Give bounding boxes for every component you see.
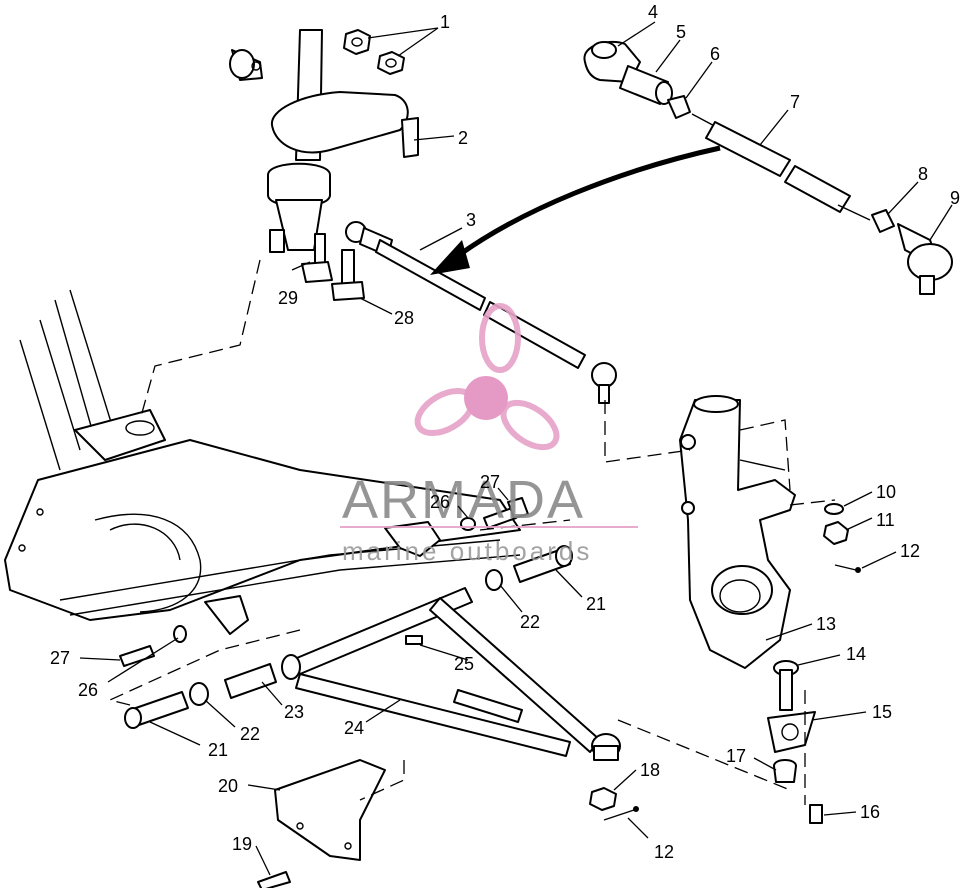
a-arm-assembly (224, 587, 621, 761)
callout-20: 20 (218, 776, 238, 796)
callout-18: 18 (640, 760, 660, 780)
spindle-knuckle (679, 395, 796, 669)
callout-6: 6 (710, 44, 720, 64)
callout-14: 14 (846, 644, 866, 664)
tie-rod-exploded (583, 40, 953, 295)
assembly-guides (108, 259, 836, 805)
propeller-hub (464, 376, 508, 420)
callout-24: 24 (344, 718, 364, 738)
skid-plate-hardware (257, 759, 639, 888)
nut-pair (343, 29, 405, 75)
tie-rod-assembly (345, 221, 617, 404)
propeller-blade-top (479, 303, 521, 373)
callout-19: 19 (232, 834, 252, 854)
assembly-arrow (430, 145, 721, 275)
callout-12-lower: 12 (654, 842, 674, 862)
chassis-frame (4, 289, 521, 621)
callout-2: 2 (458, 128, 468, 148)
pivot-pins (124, 545, 573, 729)
callout-25: 25 (454, 654, 474, 674)
callout-26-lower: 26 (78, 680, 98, 700)
callout-4: 4 (648, 2, 658, 22)
callout-13: 13 (816, 614, 836, 634)
callout-26-upper: 26 (430, 492, 450, 512)
watermark-title: ARMADA (342, 470, 585, 530)
callout-21-upper: 21 (586, 594, 606, 614)
callout-1: 1 (440, 12, 450, 32)
callout-27-upper: 27 (480, 472, 500, 492)
leader-lines (79, 21, 953, 876)
callout-5: 5 (676, 22, 686, 42)
callout-7: 7 (790, 92, 800, 112)
callout-9: 9 (950, 188, 960, 208)
callout-15: 15 (872, 702, 892, 722)
callout-3: 3 (466, 210, 476, 230)
callout-23: 23 (284, 702, 304, 722)
callout-29: 29 (278, 288, 298, 308)
callout-21-lower: 21 (208, 740, 228, 760)
callout-22-lower: 22 (240, 724, 260, 744)
callout-10: 10 (876, 482, 896, 502)
callout-11: 11 (876, 510, 895, 530)
propeller-logo (414, 303, 560, 451)
watermark: ARMADA marine outboards (340, 303, 638, 566)
callout-16: 16 (860, 802, 880, 822)
callout-12-upper: 12 (900, 541, 920, 561)
spindle-hardware (767, 503, 861, 824)
callout-27-lower: 27 (50, 648, 70, 668)
callout-22-upper: 22 (520, 612, 540, 632)
bolts-upper (301, 233, 365, 301)
callout-17: 17 (726, 746, 746, 766)
watermark-subtitle: marine outboards (342, 536, 592, 566)
callout-8: 8 (918, 164, 928, 184)
callout-28: 28 (394, 308, 414, 328)
steering-post (229, 29, 419, 253)
callout-labels: 1 2 3 4 5 6 7 8 9 10 11 12 13 14 15 16 1… (50, 2, 960, 862)
